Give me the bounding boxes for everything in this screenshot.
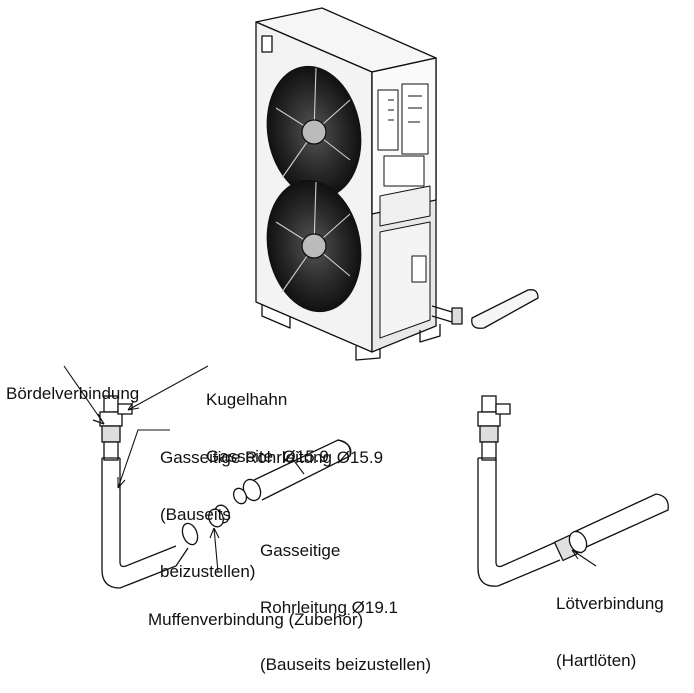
label-ball-valve: Kugelhahn Gasseite Ø15.9 — [206, 390, 329, 466]
label-socket-connection: Muffenverbindung (Zubehör) — [148, 610, 364, 629]
label-flare-connection: Bördelverbindung — [6, 384, 140, 403]
leader-lines — [63, 365, 597, 573]
left-pipe-assembly — [99, 395, 230, 589]
right-pipe-assembly — [477, 395, 669, 587]
gas-pipe-19-1 — [232, 439, 352, 505]
label-gas-pipe-15-9: Gasseitige Rohrleitung Ø15.9 (Bauseits b… — [160, 448, 384, 581]
label-brazed-connection: Lötverbindung (Hartlöten) — [556, 594, 664, 670]
outdoor-unit-illustration — [255, 7, 539, 361]
installation-diagram — [63, 7, 669, 589]
